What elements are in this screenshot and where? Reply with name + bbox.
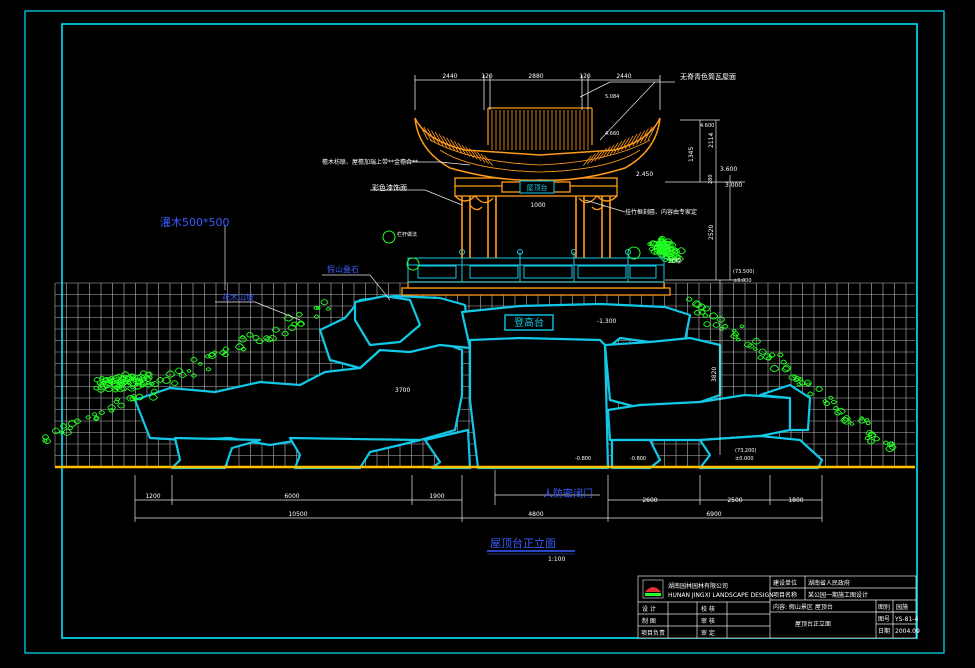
- rockery-label: 假山叠石: [327, 264, 359, 274]
- tb-company-en: HUNAN JINGXI LANDSCAPE DESIGN: [668, 592, 774, 599]
- drawing-scale: 1:100: [548, 556, 565, 563]
- roof-tiles: [419, 110, 657, 166]
- hang-note: 挂竹框刻匾、内容由专家定: [625, 208, 697, 216]
- gate-sign-text: 登高台: [514, 316, 544, 329]
- bottom-dim-total-1: 10500: [288, 511, 307, 518]
- detail-symbols: [382, 230, 641, 271]
- elev-73500: (73.500): [733, 269, 754, 275]
- bottom-dim-3: 1900: [429, 493, 444, 500]
- dim-1345: 1345: [688, 147, 695, 162]
- tb-role-3: 项目负责: [641, 629, 665, 637]
- bottom-dim-total-3: 6900: [706, 511, 721, 518]
- eave-note: 檐木枋联、屋檐加瑞上带**金檐合**: [322, 158, 418, 166]
- tb-company: 湖南园林园林有限公司: [668, 582, 728, 590]
- paint-note: 彩色漆饰面: [372, 183, 407, 192]
- roof-sign-text: 屋顶台: [527, 183, 548, 192]
- elev-2450: 2.450: [636, 171, 653, 178]
- elev-3000: 3.000: [725, 182, 742, 189]
- tb-meta-label-2: 图号: [878, 616, 890, 623]
- drawing-title: 屋顶台正立面: [490, 536, 556, 550]
- tb-role-1: 设 计: [642, 605, 656, 613]
- dim-3820: 3820: [711, 367, 718, 382]
- elev-m1300: -1.300: [597, 318, 617, 325]
- note-20: 20厚: [668, 258, 682, 265]
- dim-2114: 2114: [708, 133, 715, 148]
- tb-meta-label-1: 图别: [878, 603, 890, 611]
- bottom-dim-6: 1800: [788, 497, 803, 504]
- gate-sign: 登高台: [504, 314, 554, 331]
- roof-note: 无脊青色筒瓦屋面: [680, 72, 736, 81]
- tb-client-value: 湖南省人民政府: [808, 579, 850, 587]
- elev-m0800-left: -0.800: [575, 456, 591, 462]
- shrub-planting: [41, 235, 897, 453]
- tb-role-5: 审 核: [701, 617, 715, 625]
- tb-project-value: 某公园一期施工图设计: [808, 591, 868, 599]
- elev-3600: 3.600: [720, 166, 737, 173]
- tb-content-label: 内容: 假山景区 屋顶台: [773, 603, 833, 611]
- dim-3700: 3700: [395, 387, 410, 394]
- tb-role-2: 制 图: [642, 617, 656, 625]
- bottom-dim-4: 2600: [642, 497, 657, 504]
- leader-lines: [215, 81, 675, 505]
- top-dimension-line: [414, 75, 661, 110]
- tb-role-6: 审 定: [701, 629, 715, 637]
- rail-note: 栏杆做法: [397, 231, 417, 238]
- bottom-dim-total-2: 4800: [528, 511, 543, 518]
- tb-meta-value-2: YS-81-4: [894, 616, 918, 623]
- roof-elev-2: 4.660: [605, 131, 619, 137]
- bottom-dim-1: 1200: [145, 493, 160, 500]
- pavilion-balustrade: [407, 249, 665, 283]
- elev-0000b: ±0.000: [735, 456, 754, 462]
- lawn-label: 花木山坡: [222, 292, 254, 302]
- shrub-label: 灌木500*500: [160, 216, 230, 229]
- bottom-dimension-lines: [134, 475, 823, 522]
- dim-1000: 1000: [530, 202, 545, 209]
- roof-sign: 屋顶台: [519, 180, 555, 194]
- top-dim-2: 120: [481, 73, 493, 80]
- tb-meta-value-1: 园施: [896, 603, 908, 611]
- top-dim-4: 120: [579, 73, 591, 80]
- bottom-dim-5: 2500: [727, 497, 742, 504]
- elev-73200: (73.200): [735, 448, 756, 454]
- elev-0000: ±0.000: [733, 278, 752, 284]
- dim-280: 280: [708, 174, 714, 184]
- tb-client-label: 建设单位: [773, 579, 797, 587]
- elev-right-1: 4.600: [700, 123, 714, 129]
- outer-frame: [24, 10, 945, 654]
- tb-sheet-title: 屋顶台正立面: [795, 620, 831, 628]
- top-dim-5: 2440: [616, 73, 631, 80]
- company-logo: [642, 579, 664, 599]
- inner-frame: [61, 23, 918, 639]
- dim-2520: 2520: [708, 225, 715, 240]
- right-dimension-lines: [665, 119, 745, 455]
- bottom-dim-2: 6000: [284, 493, 299, 500]
- title-block: [637, 575, 917, 639]
- tb-project-label: 项目名称: [773, 591, 797, 599]
- entrance-label: 人防密闭门: [543, 487, 593, 500]
- roof-elev-1: 5.084: [605, 94, 619, 100]
- top-dim-3: 2880: [528, 73, 543, 80]
- tb-role-4: 校 核: [701, 605, 715, 613]
- tb-meta-label-3: 日期: [878, 627, 890, 635]
- tb-meta-value-3: 2004.09: [895, 628, 920, 635]
- elev-m0800-right: -0.800: [630, 456, 646, 462]
- top-dim-1: 2440: [442, 73, 457, 80]
